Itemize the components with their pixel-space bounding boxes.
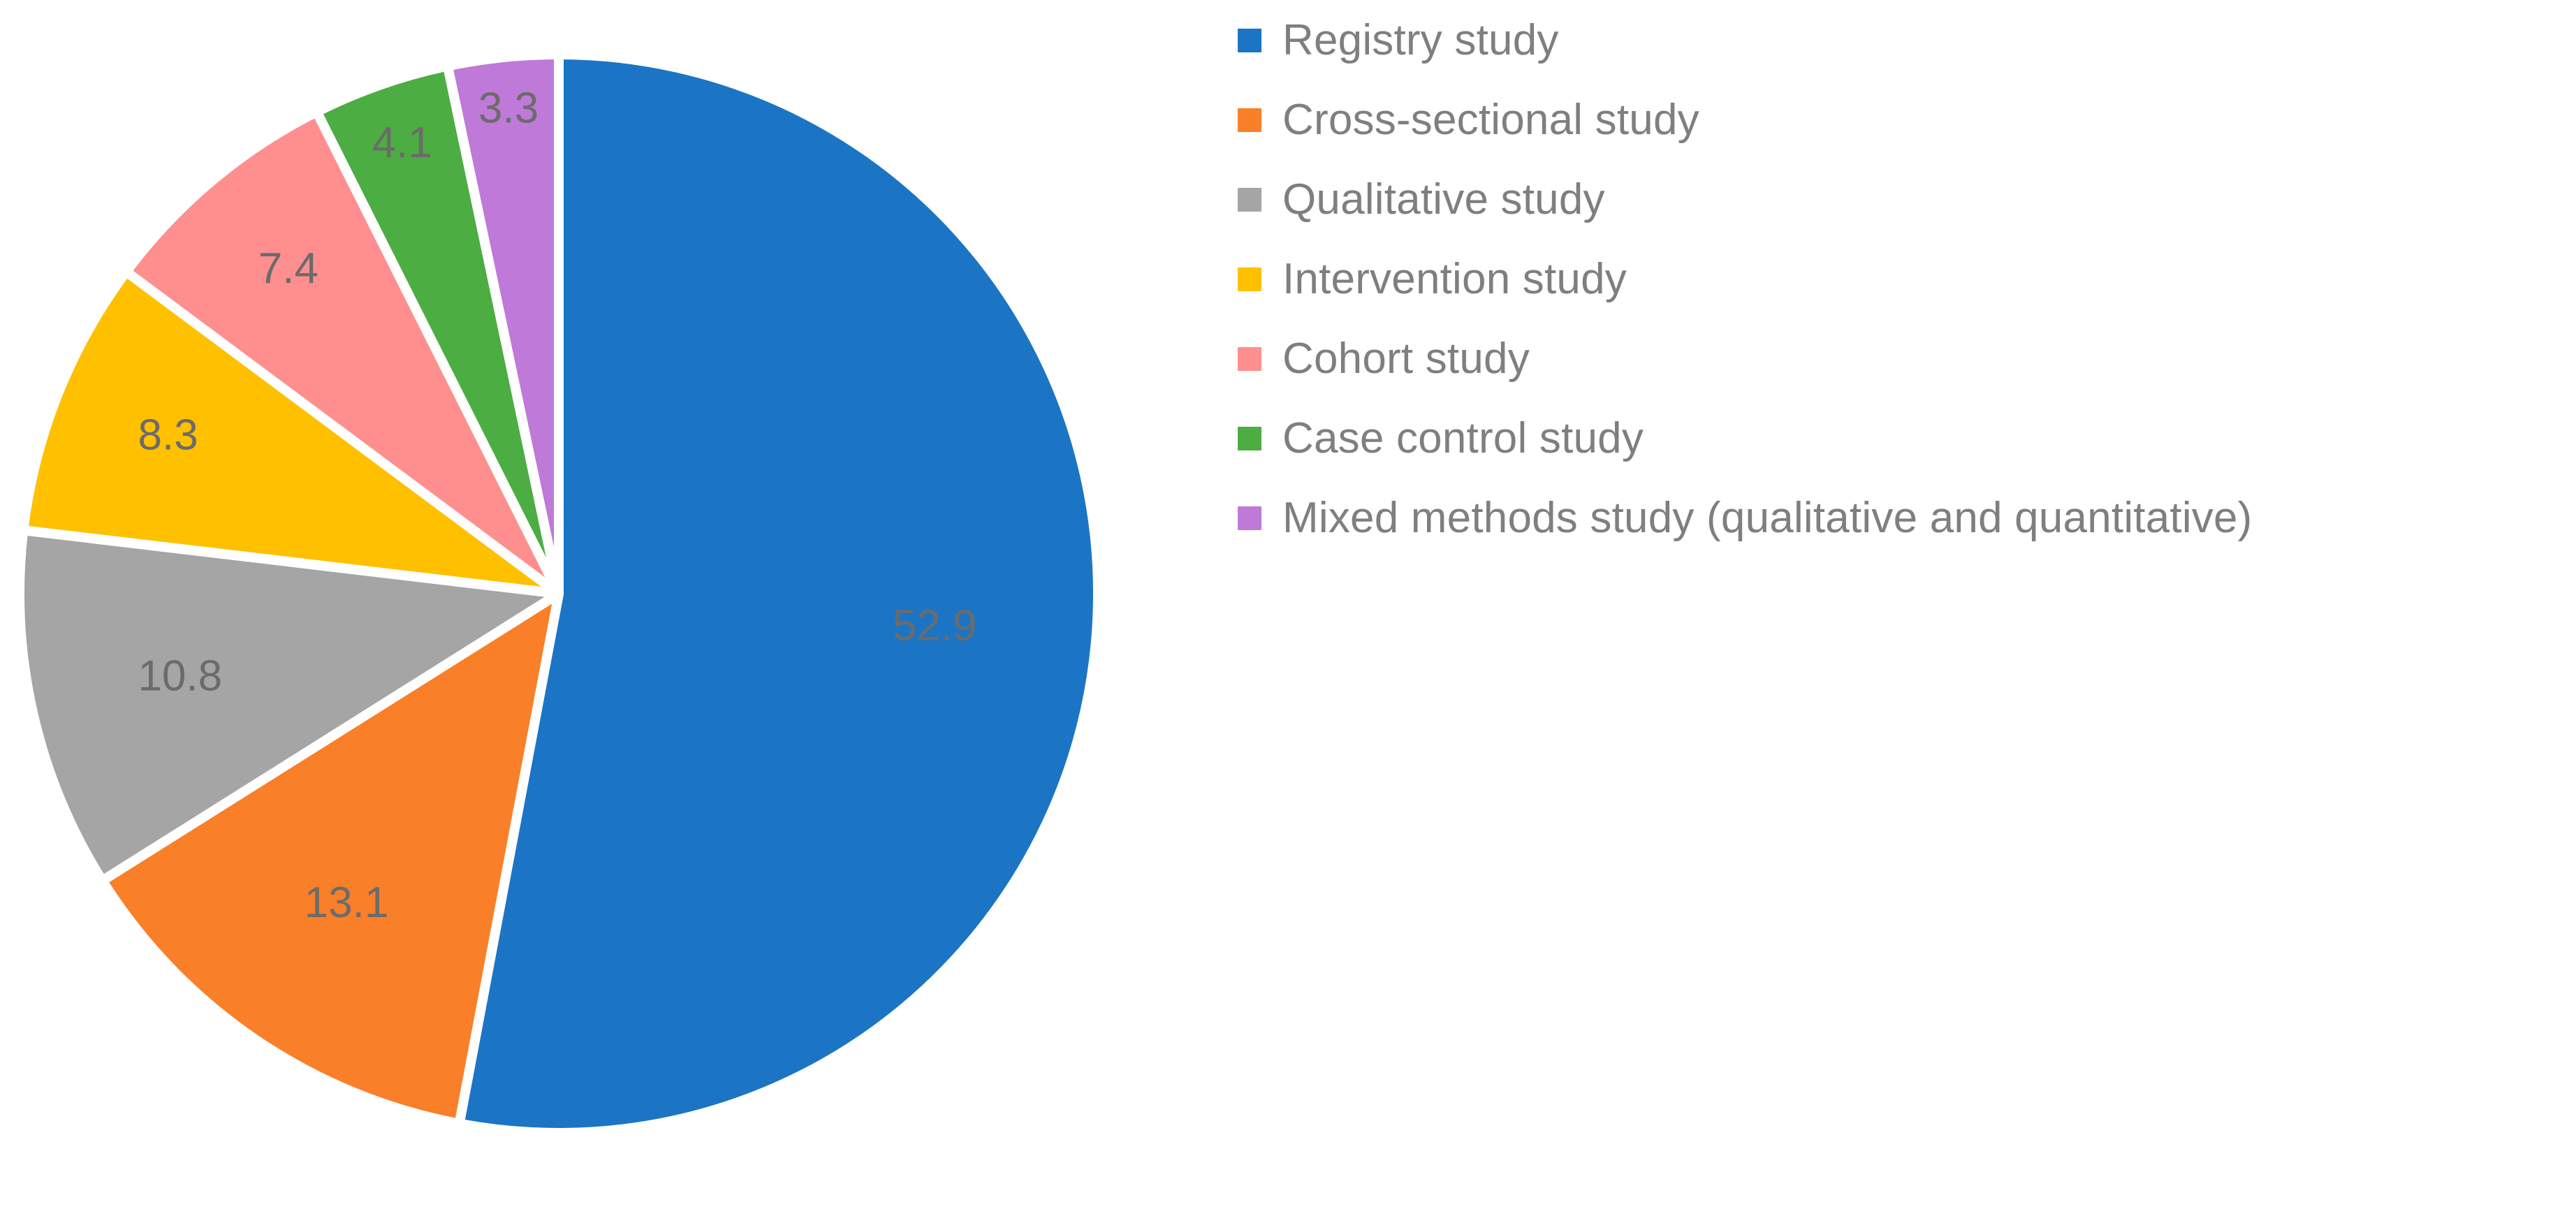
pie-slice-labels-group: 52.9 13.1 10.8 8.3 7.4 4.1 3.3	[138, 84, 976, 927]
legend-item-label: Cross-sectional study	[1282, 96, 1699, 144]
pie-slice-value-label: 13.1	[305, 879, 389, 927]
pie-slice-value-label: 4.1	[372, 119, 432, 167]
pie-slice[interactable]	[18, 266, 564, 599]
pie-slice-value-label: 7.4	[258, 244, 319, 293]
legend-color-swatch-icon	[1238, 108, 1261, 132]
pie-slice-value-label: 52.9	[893, 601, 977, 650]
legend-item[interactable]: Mixed methods study (qualitative and qua…	[1238, 485, 2253, 552]
legend-item-label: Registry study	[1282, 16, 1559, 64]
legend-color-swatch-icon	[1238, 506, 1261, 530]
pie-svg: 52.9 13.1 10.8 8.3 7.4 4.1 3.3	[14, 50, 1103, 1138]
legend-color-swatch-icon	[1238, 268, 1261, 291]
pie-slice-value-label: 10.8	[138, 652, 222, 701]
pie-plot-area: 52.9 13.1 10.8 8.3 7.4 4.1 3.3	[0, 0, 1215, 1209]
pie-slice[interactable]	[121, 107, 564, 599]
pie-slices-group	[14, 50, 1103, 1138]
legend-item[interactable]: Cross-sectional study	[1238, 87, 1699, 154]
legend-item-label: Mixed methods study (qualitative and qua…	[1282, 494, 2253, 542]
pie-slice-value-label: 3.3	[478, 84, 539, 132]
legend-item[interactable]: Intervention study	[1238, 246, 1627, 313]
legend-item-label: Case control study	[1282, 414, 1644, 462]
legend-color-swatch-icon	[1238, 427, 1261, 450]
pie-slice[interactable]	[454, 50, 1103, 1138]
legend-color-swatch-icon	[1238, 188, 1261, 212]
legend-color-swatch-icon	[1238, 347, 1261, 371]
legend-item[interactable]: Cohort study	[1238, 325, 1530, 393]
pie-slice[interactable]	[97, 589, 564, 1129]
pie-slice[interactable]	[14, 525, 564, 886]
legend-item-label: Qualitative study	[1282, 175, 1605, 224]
legend-item-label: Intervention study	[1282, 255, 1627, 303]
legend-item[interactable]: Case control study	[1238, 405, 1644, 472]
pie-slice-value-label: 8.3	[138, 411, 198, 460]
legend-item-label: Cohort study	[1282, 335, 1530, 383]
legend-item[interactable]: Registry study	[1238, 7, 1559, 74]
pie-slice[interactable]	[442, 50, 564, 599]
legend-color-swatch-icon	[1238, 29, 1261, 52]
legend-item[interactable]: Qualitative study	[1238, 166, 1605, 233]
